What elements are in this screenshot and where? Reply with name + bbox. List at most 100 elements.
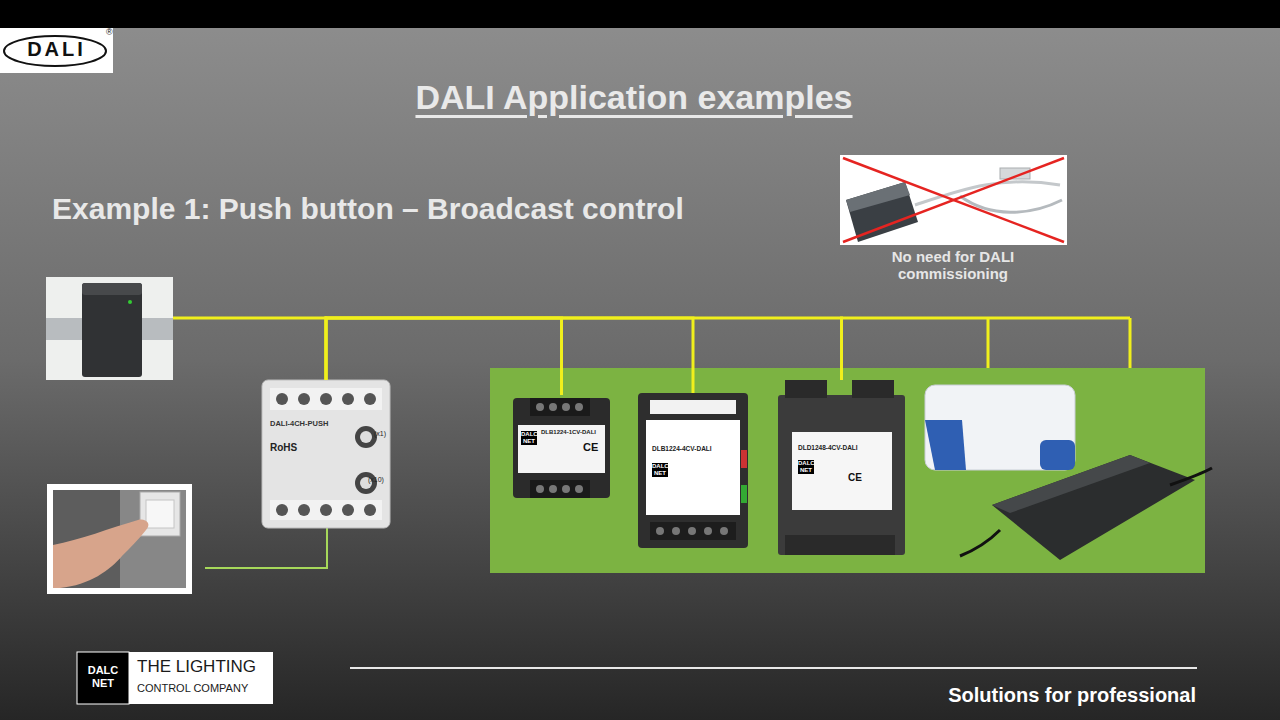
node-text: DALI xyxy=(0,38,113,61)
dali-bus-wire xyxy=(326,318,562,395)
terminal-block xyxy=(852,380,894,398)
terminal-block xyxy=(785,535,895,555)
terminal-screw xyxy=(656,527,664,535)
dali-bus-wire xyxy=(326,318,693,393)
led-driver xyxy=(925,385,1075,470)
node-text: RoHS xyxy=(270,442,297,454)
led-driver xyxy=(992,455,1195,560)
dimmer-body xyxy=(513,398,610,498)
dali-bus-wire xyxy=(326,318,842,380)
product-label xyxy=(646,420,740,515)
status-led xyxy=(741,450,747,468)
terminal-screw xyxy=(320,393,332,405)
node-text: CE xyxy=(848,472,862,484)
terminal-screw xyxy=(364,504,376,516)
push-button-wire xyxy=(205,528,327,568)
node-text: CE xyxy=(583,441,598,454)
usb-cable xyxy=(960,196,1062,212)
rotary-dial-center xyxy=(360,431,372,443)
terminal-screw xyxy=(364,393,376,405)
led-driver-cap xyxy=(1040,440,1075,470)
cross-line xyxy=(843,158,1064,242)
node-text: (x10) xyxy=(368,476,384,484)
power-supply-body xyxy=(82,283,142,377)
terminal-screw xyxy=(342,504,354,516)
node-text: DALC NET xyxy=(521,431,537,445)
terminal-screw xyxy=(704,527,712,535)
terminal-block xyxy=(650,522,736,540)
terminal-block xyxy=(530,480,590,498)
led-dimmer: DALC NET DLD1248-4CV-DALI CE xyxy=(778,380,905,555)
registered-mark: ® xyxy=(106,27,113,37)
dimmer-body xyxy=(778,395,905,555)
usb-interface-body xyxy=(846,182,918,242)
top-bar xyxy=(0,0,1280,28)
usb-interface-top xyxy=(846,182,910,212)
push-module-body xyxy=(262,380,390,528)
power-led xyxy=(128,300,132,304)
company-logo-mark xyxy=(77,652,129,704)
usb-interface-photo xyxy=(840,155,1067,245)
terminal-block xyxy=(270,500,382,520)
footer-slogan: Solutions for professional xyxy=(880,684,1196,707)
terminal-screw xyxy=(575,485,583,493)
dali-logo: DALI xyxy=(0,28,113,73)
terminal-screw xyxy=(672,527,680,535)
node-text: DALC NET xyxy=(798,460,814,474)
dimmer-body xyxy=(638,393,748,548)
node-text: (x1) xyxy=(374,430,386,438)
node-text: DALC NET xyxy=(652,463,668,477)
terminal-screw xyxy=(276,504,288,516)
terminal-screw xyxy=(688,527,696,535)
terminal-screw xyxy=(562,485,570,493)
terminal-block xyxy=(785,380,827,398)
power-supply-top xyxy=(82,283,142,295)
terminal-screw xyxy=(298,393,310,405)
node-text: DLB1224-1CV-DALI xyxy=(541,429,596,436)
terminal-screw xyxy=(720,527,728,535)
slide-title: DALI Application examples xyxy=(0,78,1268,117)
terminal-block xyxy=(530,398,590,416)
led-driver-cap xyxy=(925,420,966,470)
node-text: DLB1224-4CV-DALI xyxy=(652,445,712,452)
rotary-dial xyxy=(355,426,377,448)
footer-rule xyxy=(350,667,1197,669)
cross-line xyxy=(843,158,1064,242)
terminal-screw xyxy=(298,504,310,516)
terminal-screw xyxy=(320,504,332,516)
crossed-out-interface: No need for DALI commissioning xyxy=(840,155,1067,245)
dali-push-module: DALI-4CH-PUSH RoHS (x1) (x10) xyxy=(262,380,390,528)
device-band xyxy=(490,368,1205,573)
led-driver-top xyxy=(992,455,1150,513)
terminal-screw xyxy=(536,485,544,493)
led-dimmer: DALC NET DLB1224-1CV-DALI CE xyxy=(513,395,610,500)
terminal-screw xyxy=(575,403,583,411)
terminal-screw xyxy=(562,403,570,411)
logo-box xyxy=(0,28,113,73)
power-supply-photo xyxy=(46,277,173,380)
node-text: CONTROL COMPANY xyxy=(137,682,248,695)
node-text: DALC NET xyxy=(83,664,123,689)
node-text: DLD1248-4CV-DALI xyxy=(798,444,858,451)
terminal-label xyxy=(650,400,736,414)
hand xyxy=(53,520,148,588)
terminal-screw xyxy=(342,393,354,405)
company-logo-box xyxy=(129,652,273,704)
product-label xyxy=(792,432,892,510)
node-text: No need for DALI commissioning xyxy=(873,248,1033,283)
terminal-screw xyxy=(536,403,544,411)
product-label xyxy=(518,425,605,473)
push-button-photo xyxy=(47,484,192,594)
switch-button xyxy=(146,500,174,528)
node-text: THE LIGHTING xyxy=(137,657,256,677)
node-text: DALI-4CH-PUSH xyxy=(270,420,328,429)
example-heading: Example 1: Push button – Broadcast contr… xyxy=(52,192,684,227)
terminal-screw xyxy=(549,403,557,411)
driver-cable xyxy=(960,530,1000,556)
driver-cable xyxy=(1170,468,1212,485)
wall xyxy=(53,490,186,588)
status-led xyxy=(741,485,747,503)
terminal-screw xyxy=(276,393,288,405)
